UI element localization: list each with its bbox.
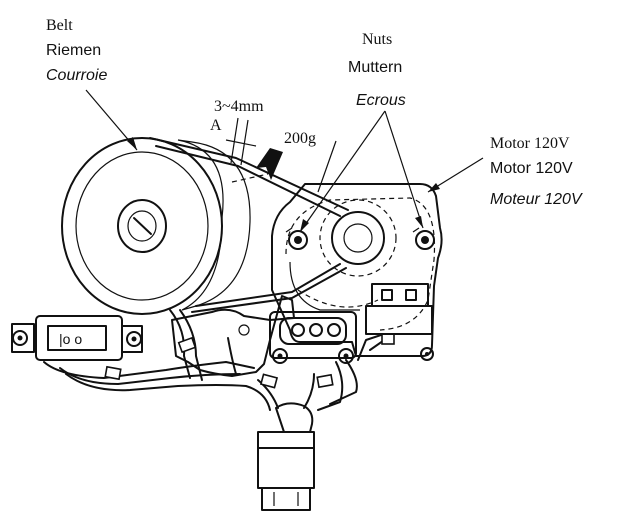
force-label: 200g xyxy=(284,130,316,147)
nuts-label-group: Nuts Muttern Ecrous xyxy=(348,31,406,109)
belt-label-fr: Courroie xyxy=(46,67,107,84)
nuts-label-de: Muttern xyxy=(348,59,402,76)
belt-label-de: Riemen xyxy=(46,42,101,59)
belt xyxy=(149,137,349,313)
motor-pulley xyxy=(319,199,397,277)
motor-label-group: Motor 120V Motor 120V Moteur 120V xyxy=(490,135,583,208)
motor-label-de: Motor 120V xyxy=(490,160,573,177)
motor-label-en: Motor 120V xyxy=(490,135,570,152)
nut-right-icon xyxy=(412,227,435,250)
nuts-label-en: Nuts xyxy=(362,31,392,48)
point-a-label: A xyxy=(210,117,222,134)
nut-left-icon xyxy=(285,227,308,250)
chassis-plate xyxy=(171,295,295,377)
terminal-block xyxy=(365,283,434,361)
force-arrow-icon xyxy=(256,148,283,180)
switch-assembly: |o o xyxy=(11,315,143,361)
wire-harness xyxy=(43,309,395,411)
leader-lines xyxy=(85,89,484,233)
nuts-label-fr: Ecrous xyxy=(356,92,406,109)
motor-label-fr: Moteur 120V xyxy=(490,191,583,208)
power-plug xyxy=(257,402,315,511)
center-connector xyxy=(269,311,357,364)
drive-pulley xyxy=(61,137,251,315)
belt-label-group: Belt Riemen Courroie xyxy=(46,17,107,84)
belt-label-en: Belt xyxy=(46,17,73,34)
switch-symbol: |o o xyxy=(59,331,82,347)
deflection-dimension xyxy=(225,117,257,166)
deflection-label: 3~4mm xyxy=(214,98,264,115)
